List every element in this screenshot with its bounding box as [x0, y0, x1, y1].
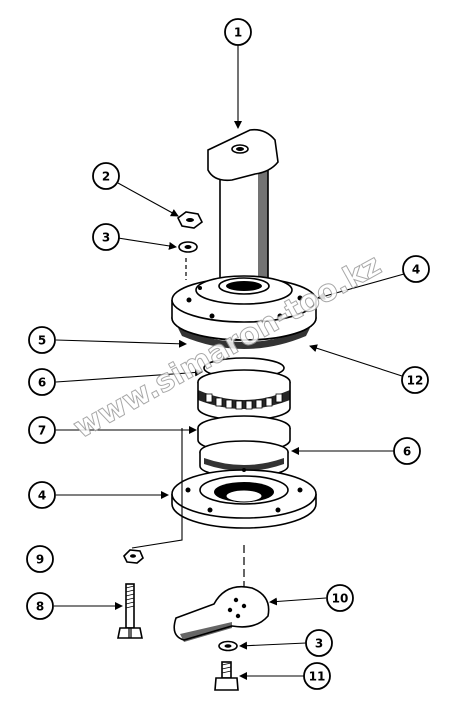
callout-3-top: 3	[92, 223, 120, 251]
small-bolt-part	[214, 661, 239, 691]
washer-part-lower	[218, 640, 238, 652]
callout-8: 8	[26, 592, 54, 620]
svg-text:6: 6	[403, 445, 411, 459]
callout-12: 12	[401, 366, 429, 394]
callout-5: 5	[28, 326, 56, 354]
bolt-part	[117, 583, 143, 639]
lower-housing-part	[171, 468, 317, 529]
callout-4-upper: 4	[402, 255, 430, 283]
svg-text:5: 5	[38, 334, 46, 348]
callouts: 1 2 3 4 5 12 6 7	[26, 18, 430, 690]
callout-10: 10	[326, 584, 354, 612]
callout-3-lower: 3	[305, 629, 333, 657]
locking-plate-part	[173, 585, 270, 642]
svg-text:4: 4	[412, 263, 420, 277]
leader-lines	[54, 45, 405, 680]
svg-text:3: 3	[102, 231, 110, 245]
svg-text:12: 12	[407, 374, 424, 388]
svg-text:1: 1	[234, 26, 242, 40]
bearing-stack-part	[197, 357, 291, 478]
pin-shaft-part	[207, 128, 279, 287]
callout-7: 7	[28, 416, 56, 444]
callout-6-lower: 6	[393, 437, 421, 465]
nut-part	[176, 211, 204, 229]
svg-text:7: 7	[38, 424, 46, 438]
callout-2: 2	[92, 162, 120, 190]
svg-text:11: 11	[309, 670, 326, 684]
svg-text:10: 10	[332, 592, 349, 606]
upper-housing-part	[171, 275, 317, 349]
svg-text:8: 8	[36, 600, 44, 614]
nut-part-lower	[123, 428, 183, 564]
callout-11: 11	[303, 662, 331, 690]
callout-9: 9	[26, 545, 54, 573]
svg-text:4: 4	[38, 489, 46, 503]
washer-part-top	[178, 241, 198, 253]
svg-text:9: 9	[36, 553, 44, 567]
callout-1: 1	[224, 18, 252, 46]
svg-text:2: 2	[102, 170, 110, 184]
callout-6-upper: 6	[28, 368, 56, 396]
svg-text:6: 6	[38, 376, 46, 390]
callout-4-lower: 4	[28, 481, 56, 509]
svg-text:3: 3	[315, 637, 323, 651]
